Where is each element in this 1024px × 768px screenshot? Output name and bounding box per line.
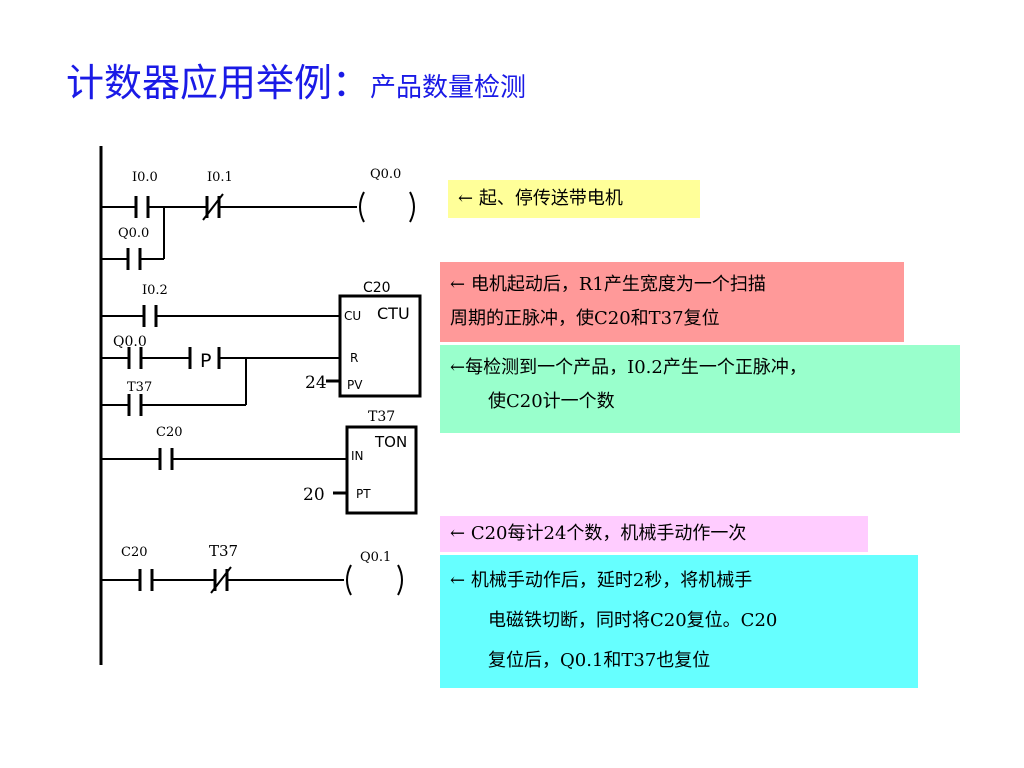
arrow-left-icon: ←	[450, 523, 466, 544]
rung1-branch-label: Q0.0	[118, 226, 149, 241]
timer-pin-pt: PT	[356, 487, 371, 501]
timer-box	[345, 425, 418, 515]
arrow-left-icon: ←	[450, 357, 466, 378]
timer-pt-value: 20	[303, 485, 325, 505]
page-title: 计数器应用举例：产品数量检测	[66, 52, 526, 107]
positive-edge-symbol: P	[200, 350, 211, 372]
arrow-left-icon: ←	[450, 570, 466, 591]
note-line: 电磁铁切断，同时将C20复位。C20	[488, 610, 778, 631]
note-line: 复位后，Q0.1和T37也复位	[488, 650, 711, 671]
arrow-left-icon: ←	[458, 188, 474, 209]
rung1-coil-label: Q0.0	[370, 167, 401, 182]
note-line: 使C20计一个数	[488, 391, 615, 412]
note-delay-reset: ← 机械手动作后，延时2秒，将机械手 电磁铁切断，同时将C20复位。C20 复位…	[440, 555, 918, 688]
rung-1	[101, 191, 415, 270]
rung-3	[101, 425, 418, 515]
rung2-branch-label: T37	[127, 380, 152, 395]
timer-name: T37	[368, 409, 395, 425]
note-count-pulse: ←每检测到一个产品，I0.2产生一个正脉冲， 使C20计一个数	[440, 345, 960, 433]
rung1-contact2-label: I0.1	[207, 170, 233, 185]
title-subtitle: 产品数量检测	[370, 73, 527, 103]
rung-4	[101, 564, 403, 596]
counter-pin-r: R	[350, 351, 358, 365]
note-line: 起、停传送带电机	[478, 188, 623, 209]
rung2-reset-contact-label: Q0.0	[113, 334, 147, 350]
note-start-stop: ← 起、停传送带电机	[448, 180, 700, 218]
rung1-contact1-label: I0.0	[132, 170, 158, 185]
title-main: 计数器应用举例：	[66, 61, 371, 105]
counter-pin-pv: PV	[347, 378, 363, 392]
counter-name: C20	[363, 280, 391, 296]
note-robot-action: ← C20每计24个数，机械手动作一次	[440, 516, 868, 552]
timer-type: TON	[374, 433, 407, 451]
note-line: C20每计24个数，机械手动作一次	[470, 523, 747, 544]
timer-pin-in: IN	[351, 449, 364, 463]
rung4-coil-label: Q0.1	[360, 550, 391, 565]
rung4-contact1-label: C20	[121, 545, 148, 560]
note-line: 周期的正脉冲，使C20和T37复位	[450, 308, 720, 329]
rung-2	[101, 294, 422, 416]
rung3-contact-label: C20	[156, 425, 183, 440]
counter-box	[338, 294, 422, 398]
note-line: 机械手动作后，延时2秒，将机械手	[470, 570, 753, 591]
note-line: 每检测到一个产品，I0.2产生一个正脉冲，	[465, 357, 807, 378]
note-line: 电机起动后，R1产生宽度为一个扫描	[470, 274, 766, 295]
counter-pv-value: 24	[305, 373, 327, 393]
rung2-cu-contact-label: I0.2	[142, 283, 168, 298]
counter-pin-cu: CU	[344, 309, 361, 323]
arrow-left-icon: ←	[450, 274, 466, 295]
rung4-contact2-label: T37	[209, 542, 238, 560]
counter-type: CTU	[377, 304, 410, 323]
note-reset-pulse: ← 电机起动后，R1产生宽度为一个扫描 周期的正脉冲，使C20和T37复位	[440, 262, 904, 342]
